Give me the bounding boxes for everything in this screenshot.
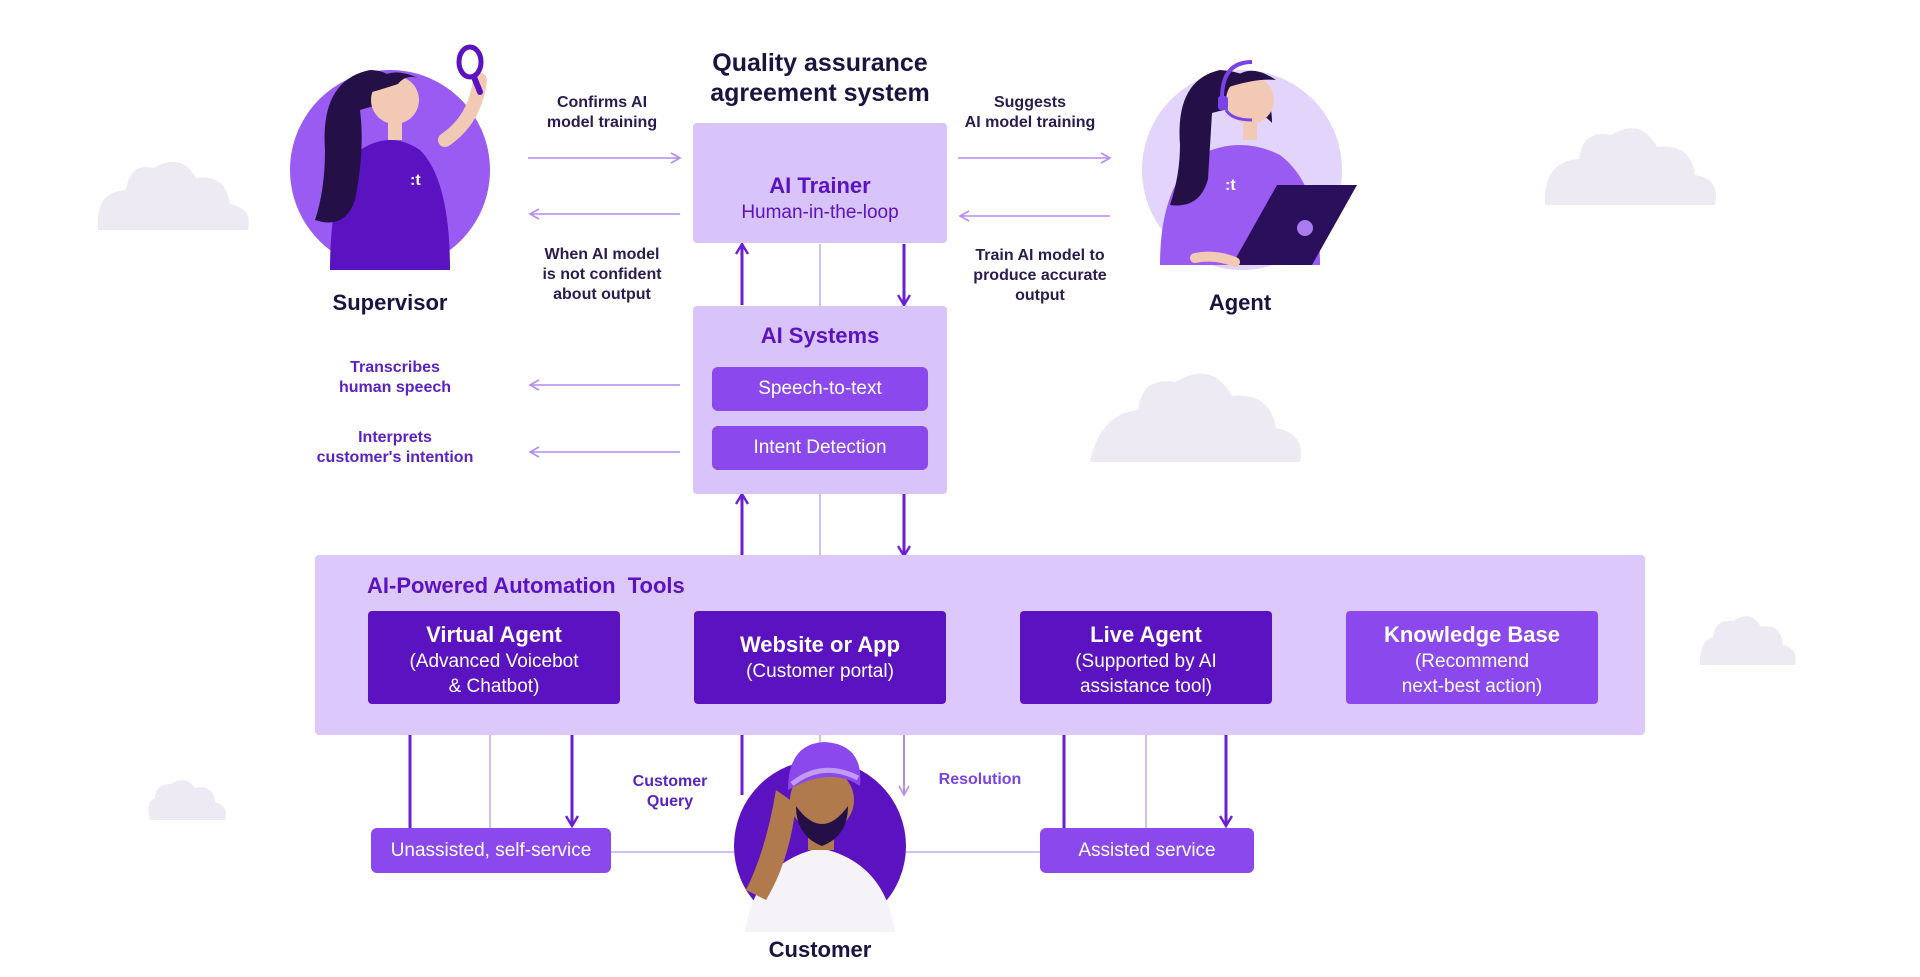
svg-text::t: :t	[410, 172, 421, 189]
customer-label: Customer	[768, 937, 872, 962]
website-app-card: Website or App (Customer portal)	[694, 611, 946, 704]
note-resolution: Resolution	[938, 771, 1022, 788]
live-agent-card: Live Agent (Supported by AI assistance t…	[1020, 611, 1272, 704]
agent-label: Agent	[1208, 290, 1272, 315]
knowledge-base-card: Knowledge Base (Recommend next-best acti…	[1346, 611, 1598, 704]
svg-text::t: :t	[1225, 177, 1236, 194]
intent-detection-chip: Intent Detection	[712, 426, 928, 470]
assisted-service-pill: Assisted service	[1040, 828, 1254, 873]
supervisor-illustration: :t	[290, 70, 490, 270]
note-train-model: Train AI model to produce accurate outpu…	[973, 247, 1107, 304]
magnifier-icon	[456, 44, 484, 95]
speech-to-text-chip: Speech-to-text	[712, 367, 928, 411]
headset-icon	[1218, 60, 1253, 122]
ai-systems-title: AI Systems	[760, 323, 880, 348]
note-confirms-training: Confirms AI model training	[546, 94, 658, 131]
note-not-confident: When AI model is not confident about out…	[542, 246, 662, 303]
diagram-title-line1: Quality assurance	[712, 49, 928, 77]
unassisted-service-pill: Unassisted, self-service	[371, 828, 611, 873]
note-transcribes: Transcribes human speech	[338, 359, 452, 396]
diagram-title: Quality assurance agreement system	[680, 48, 960, 108]
ai-trainer-box: AI Trainer Human-in-the-loop	[693, 123, 947, 243]
automation-tools-title: AI-Powered Automation Tools	[367, 573, 685, 598]
customer-illustration	[734, 742, 906, 932]
ai-trainer-subtitle: Human-in-the-loop	[741, 202, 899, 223]
diagram-title-line2: agreement system	[710, 79, 930, 107]
note-suggests-training: Suggests AI model training	[964, 94, 1096, 131]
note-interprets: Interprets customer's intention	[316, 429, 474, 466]
virtual-agent-card: Virtual Agent (Advanced Voicebot & Chatb…	[368, 611, 620, 704]
ai-trainer-title: AI Trainer	[769, 173, 871, 198]
note-customer-query: Customer Query	[632, 773, 708, 810]
laptop-icon	[1190, 185, 1357, 267]
supervisor-label: Supervisor	[332, 290, 448, 315]
cloud-icon	[98, 128, 1796, 820]
